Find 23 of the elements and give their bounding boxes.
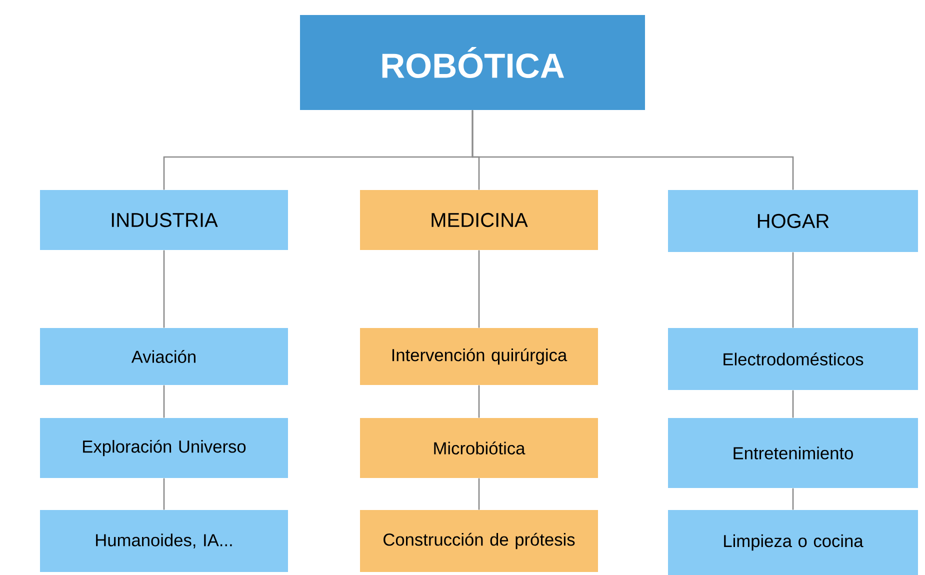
connector-line (478, 478, 480, 510)
title-box: ROBÓTICA (300, 15, 645, 110)
topic-box: Electrodomésticos (668, 328, 918, 390)
topic-box: Construcción de prótesis (360, 510, 598, 572)
topic-box: Intervención quirúrgica (360, 328, 598, 385)
topic-box: Entretenimiento (668, 418, 918, 488)
category-box: INDUSTRIA (40, 190, 288, 250)
category-box: MEDICINA (360, 190, 598, 250)
connector-line (163, 250, 165, 328)
topic-box: Humanoides, IA... (40, 510, 288, 572)
connector-line (478, 385, 480, 418)
topic-box: Microbiótica (360, 418, 598, 478)
topic-box: Aviación (40, 328, 288, 385)
topic-box: Exploración Universo (40, 418, 288, 478)
connector-line (792, 488, 794, 510)
connector-line (163, 385, 165, 418)
connector-line (792, 390, 794, 418)
connector-line (163, 478, 165, 510)
topic-box: Limpieza o cocina (668, 510, 918, 575)
connector-line (472, 110, 794, 190)
connector-line (792, 252, 794, 328)
connector-line (478, 250, 480, 328)
category-box: HOGAR (668, 190, 918, 252)
